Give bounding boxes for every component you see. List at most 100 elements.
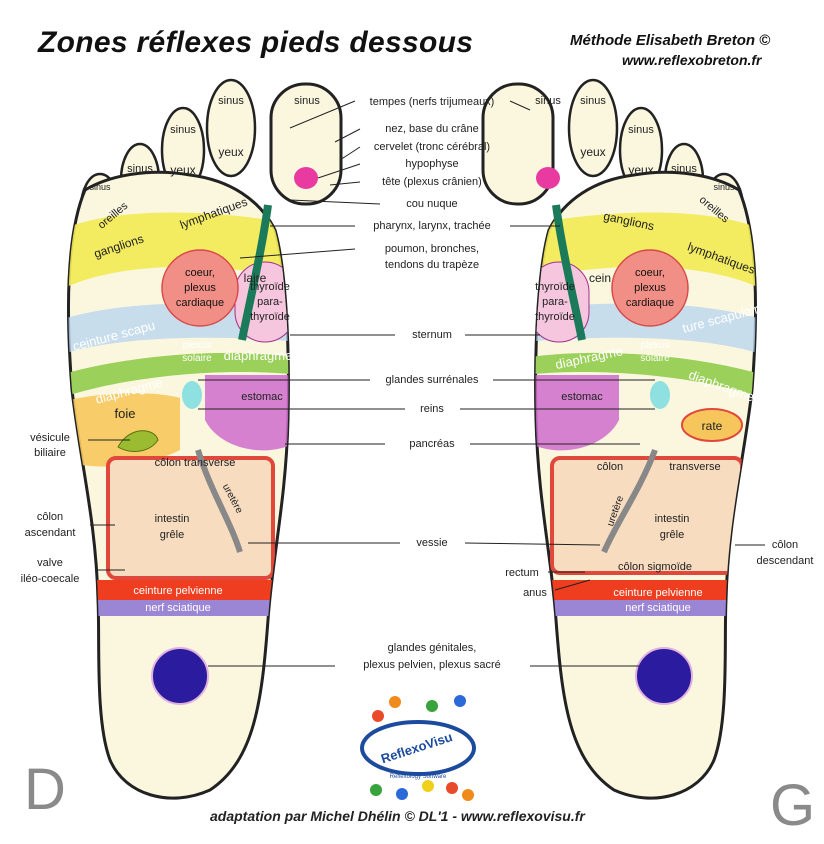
leader-temples-l [509,100,531,111]
right-pituitary [294,167,318,189]
left-eyes-label: yeux [580,145,605,159]
right-sciatic-label: nerf sciatique [145,602,210,614]
left-intestine-line-2: grêle [660,529,684,541]
left-sinus-2: sinus [580,95,606,107]
left-thyroid-line-1: thyroïde [535,281,575,293]
label-gallbladder-2: biliaire [34,447,66,459]
label-genital-2: plexus pelvien, plexus sacré [363,659,501,671]
label-gallbladder-1: vésicule [30,432,70,444]
left-spleen-label: rate [702,419,723,433]
left-pituitary [536,167,560,189]
leader-neck [289,199,381,205]
right-liver-label: foie [115,406,136,421]
left-diaphragm-band [535,352,756,398]
right-thyroid-line-2: para- [257,296,283,308]
right-heart-zone [161,249,239,327]
reflexovisu-logo: ReflexoVisu Reflexology Software [360,695,476,801]
side-labels: vésicule biliaire côlon ascendant valve … [21,432,814,599]
right-sinus-2: sinus [218,95,244,107]
right-liver-zone [68,393,180,467]
left-colon-label: côlon [597,461,623,473]
left-stomach-label: estomac [561,391,603,403]
left-sinus-5: sinus [713,182,735,192]
right-eyes-label-2: yeux [170,163,195,177]
left-transverse-label: transverse [669,461,720,473]
label-lungs-1: poumon, bronches, [385,243,479,255]
left-sinus-big: sinus [535,95,561,107]
logo-dot-orange-2 [462,789,474,801]
right-intestine-line-2: grêle [160,529,184,541]
right-heart-line-1: coeur, [185,267,215,279]
label-pharynx: pharynx, larynx, trachée [373,220,490,232]
label-valve-1: valve [37,557,63,569]
left-foot-letter: G [770,773,816,838]
right-foot: sinus sinus sinus sinus sinus yeux yeux … [66,78,343,800]
label-bladder: vessie [416,537,447,549]
logo-dot-blue [454,695,466,707]
logo-dot-yellow [422,780,434,792]
left-solar-plexus-1: plexus [641,340,670,351]
label-pituitary: hypophyse [405,158,458,170]
right-ureter [195,449,243,553]
left-stomach-zone [535,375,619,451]
left-thyroid-line-2: para- [542,296,568,308]
right-genital-zone [151,647,209,705]
left-ureter [601,448,658,554]
leader-nose [334,128,361,143]
left-kidney [650,381,670,409]
label-ascending-2: ascendant [25,527,76,539]
logo-dot-green [426,700,438,712]
label-kidneys: reins [420,403,444,415]
left-sinus-3: sinus [628,124,654,136]
label-anus: anus [523,587,547,599]
label-cerebellum: cervelet (tronc cérébral) [374,141,490,153]
right-foot-letter: D [24,757,66,822]
left-breast-label: cein [589,271,611,285]
right-colon-frame [106,456,275,580]
right-intestine-line-1: intestin [155,513,190,525]
leader-temples-r [289,100,356,129]
right-kidney [182,381,202,409]
right-sinus-3: sinus [170,124,196,136]
right-sciatic-band [68,600,289,616]
logo-dot-red-2 [446,782,458,794]
label-neck: cou nuque [406,198,457,210]
leader-head [329,181,361,186]
label-adrenals: glandes surrénales [386,374,479,386]
left-solar-plexus-2: solaire [640,353,670,364]
left-foot: sinus sinus sinus sinus sinus yeux yeux … [481,78,767,800]
label-sternum: sternum [412,329,452,341]
right-toe-2 [205,78,257,178]
left-pelvic-band [535,580,756,600]
logo-dot-green-2 [370,784,382,796]
label-valve-2: iléo-coecale [21,573,80,585]
left-toe-2 [567,78,619,178]
left-eyes-label-2: yeux [628,163,653,177]
label-descending-2: descendant [757,555,814,567]
right-pelvic-band [68,580,289,600]
right-thyroid-line-3: thyroïde [250,311,290,323]
left-heart-line-2: plexus [634,282,666,294]
left-spleen-zone [681,408,743,442]
right-spine-band [238,204,272,341]
right-gallbladder [117,430,159,452]
right-heart-line-2: plexus [184,282,216,294]
right-breast-label: laire [244,271,267,285]
left-big-toe [481,82,555,206]
right-sinus-5: sinus [89,182,111,192]
right-transverse-colon-label: côlon transverse [155,457,236,469]
right-stomach-zone [205,375,289,451]
right-solar-plexus-2: solaire [182,353,212,364]
center-labels: tempes (nerfs trijumeaux) nez, base du c… [363,96,501,671]
right-diaphragm-label-1: diaphragme [224,348,293,363]
label-descending-1: côlon [772,539,798,551]
left-heart-line-3: cardiaque [626,297,674,309]
left-pelvic-girdle-label: ceinture pelvienne [613,587,702,599]
left-genital-zone [635,647,693,705]
page-title: Zones réflexes pieds dessous [38,26,474,59]
right-diaphragm-band [68,352,289,398]
right-sinus-big: sinus [294,95,320,107]
label-genital-1: glandes génitales, [388,642,477,654]
logo-dot-red [372,710,384,722]
